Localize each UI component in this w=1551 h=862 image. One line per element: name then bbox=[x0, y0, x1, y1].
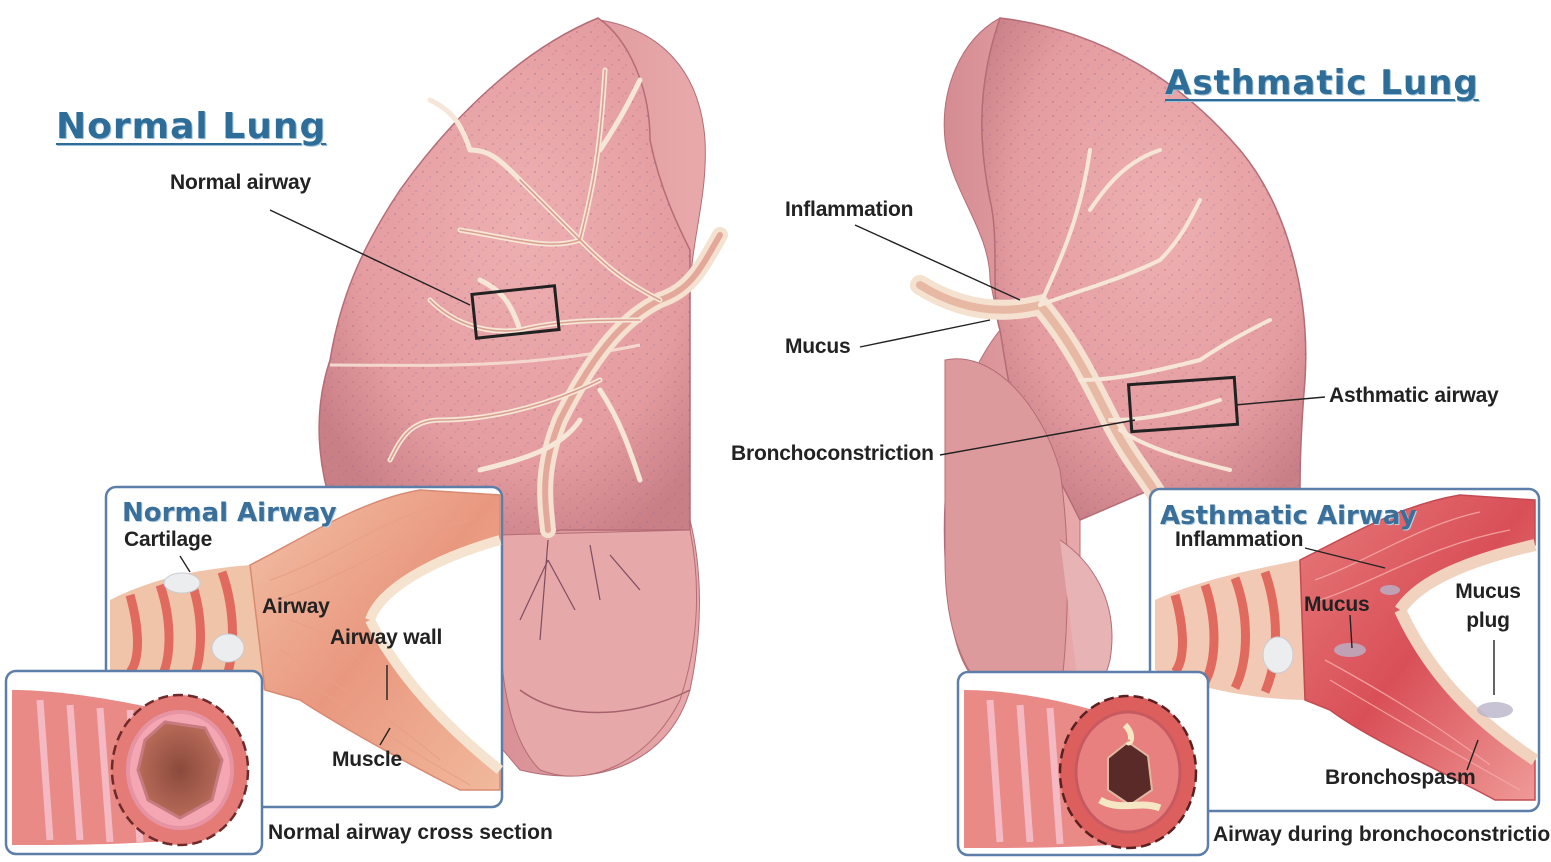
label-cartilage: Cartilage bbox=[124, 528, 212, 552]
asthmatic-airway-inset-title: Asthmatic Airway bbox=[1160, 501, 1417, 531]
normal-lung-title: Normal Lung bbox=[56, 106, 326, 147]
label-mucus-lung: Mucus bbox=[785, 335, 851, 359]
leader-line bbox=[860, 320, 990, 347]
label-inflammation-inset: Inflammation bbox=[1175, 528, 1303, 552]
label-asthmatic-airway: Asthmatic airway bbox=[1329, 384, 1499, 408]
label-mucus-plug-line1: Mucus bbox=[1452, 580, 1524, 604]
label-normal-airway: Normal airway bbox=[170, 171, 311, 195]
label-inflammation-lung: Inflammation bbox=[785, 198, 913, 222]
asthmatic-lung-title: Asthmatic Lung bbox=[1165, 63, 1479, 103]
caption-constricted: Airway during bronchoconstriction bbox=[1213, 823, 1551, 847]
caption-normal-cross-section: Normal airway cross section bbox=[268, 821, 553, 845]
label-muscle: Muscle bbox=[332, 748, 402, 772]
label-mucus-inset: Mucus bbox=[1304, 593, 1370, 617]
label-bronchoconstriction: Bronchoconstriction bbox=[731, 442, 934, 466]
label-mucus-plug-line2: plug bbox=[1452, 609, 1524, 633]
label-airway-wall: Airway wall bbox=[330, 626, 442, 650]
label-bronchospasm: Bronchospasm bbox=[1325, 766, 1475, 790]
normal-cross-section-inset bbox=[6, 671, 262, 854]
constricted-cross-section-inset bbox=[958, 672, 1208, 855]
label-airway: Airway bbox=[262, 595, 330, 619]
normal-airway-inset-title: Normal Airway bbox=[122, 498, 337, 528]
label-mucus-plug: Mucus plug bbox=[1452, 580, 1524, 633]
